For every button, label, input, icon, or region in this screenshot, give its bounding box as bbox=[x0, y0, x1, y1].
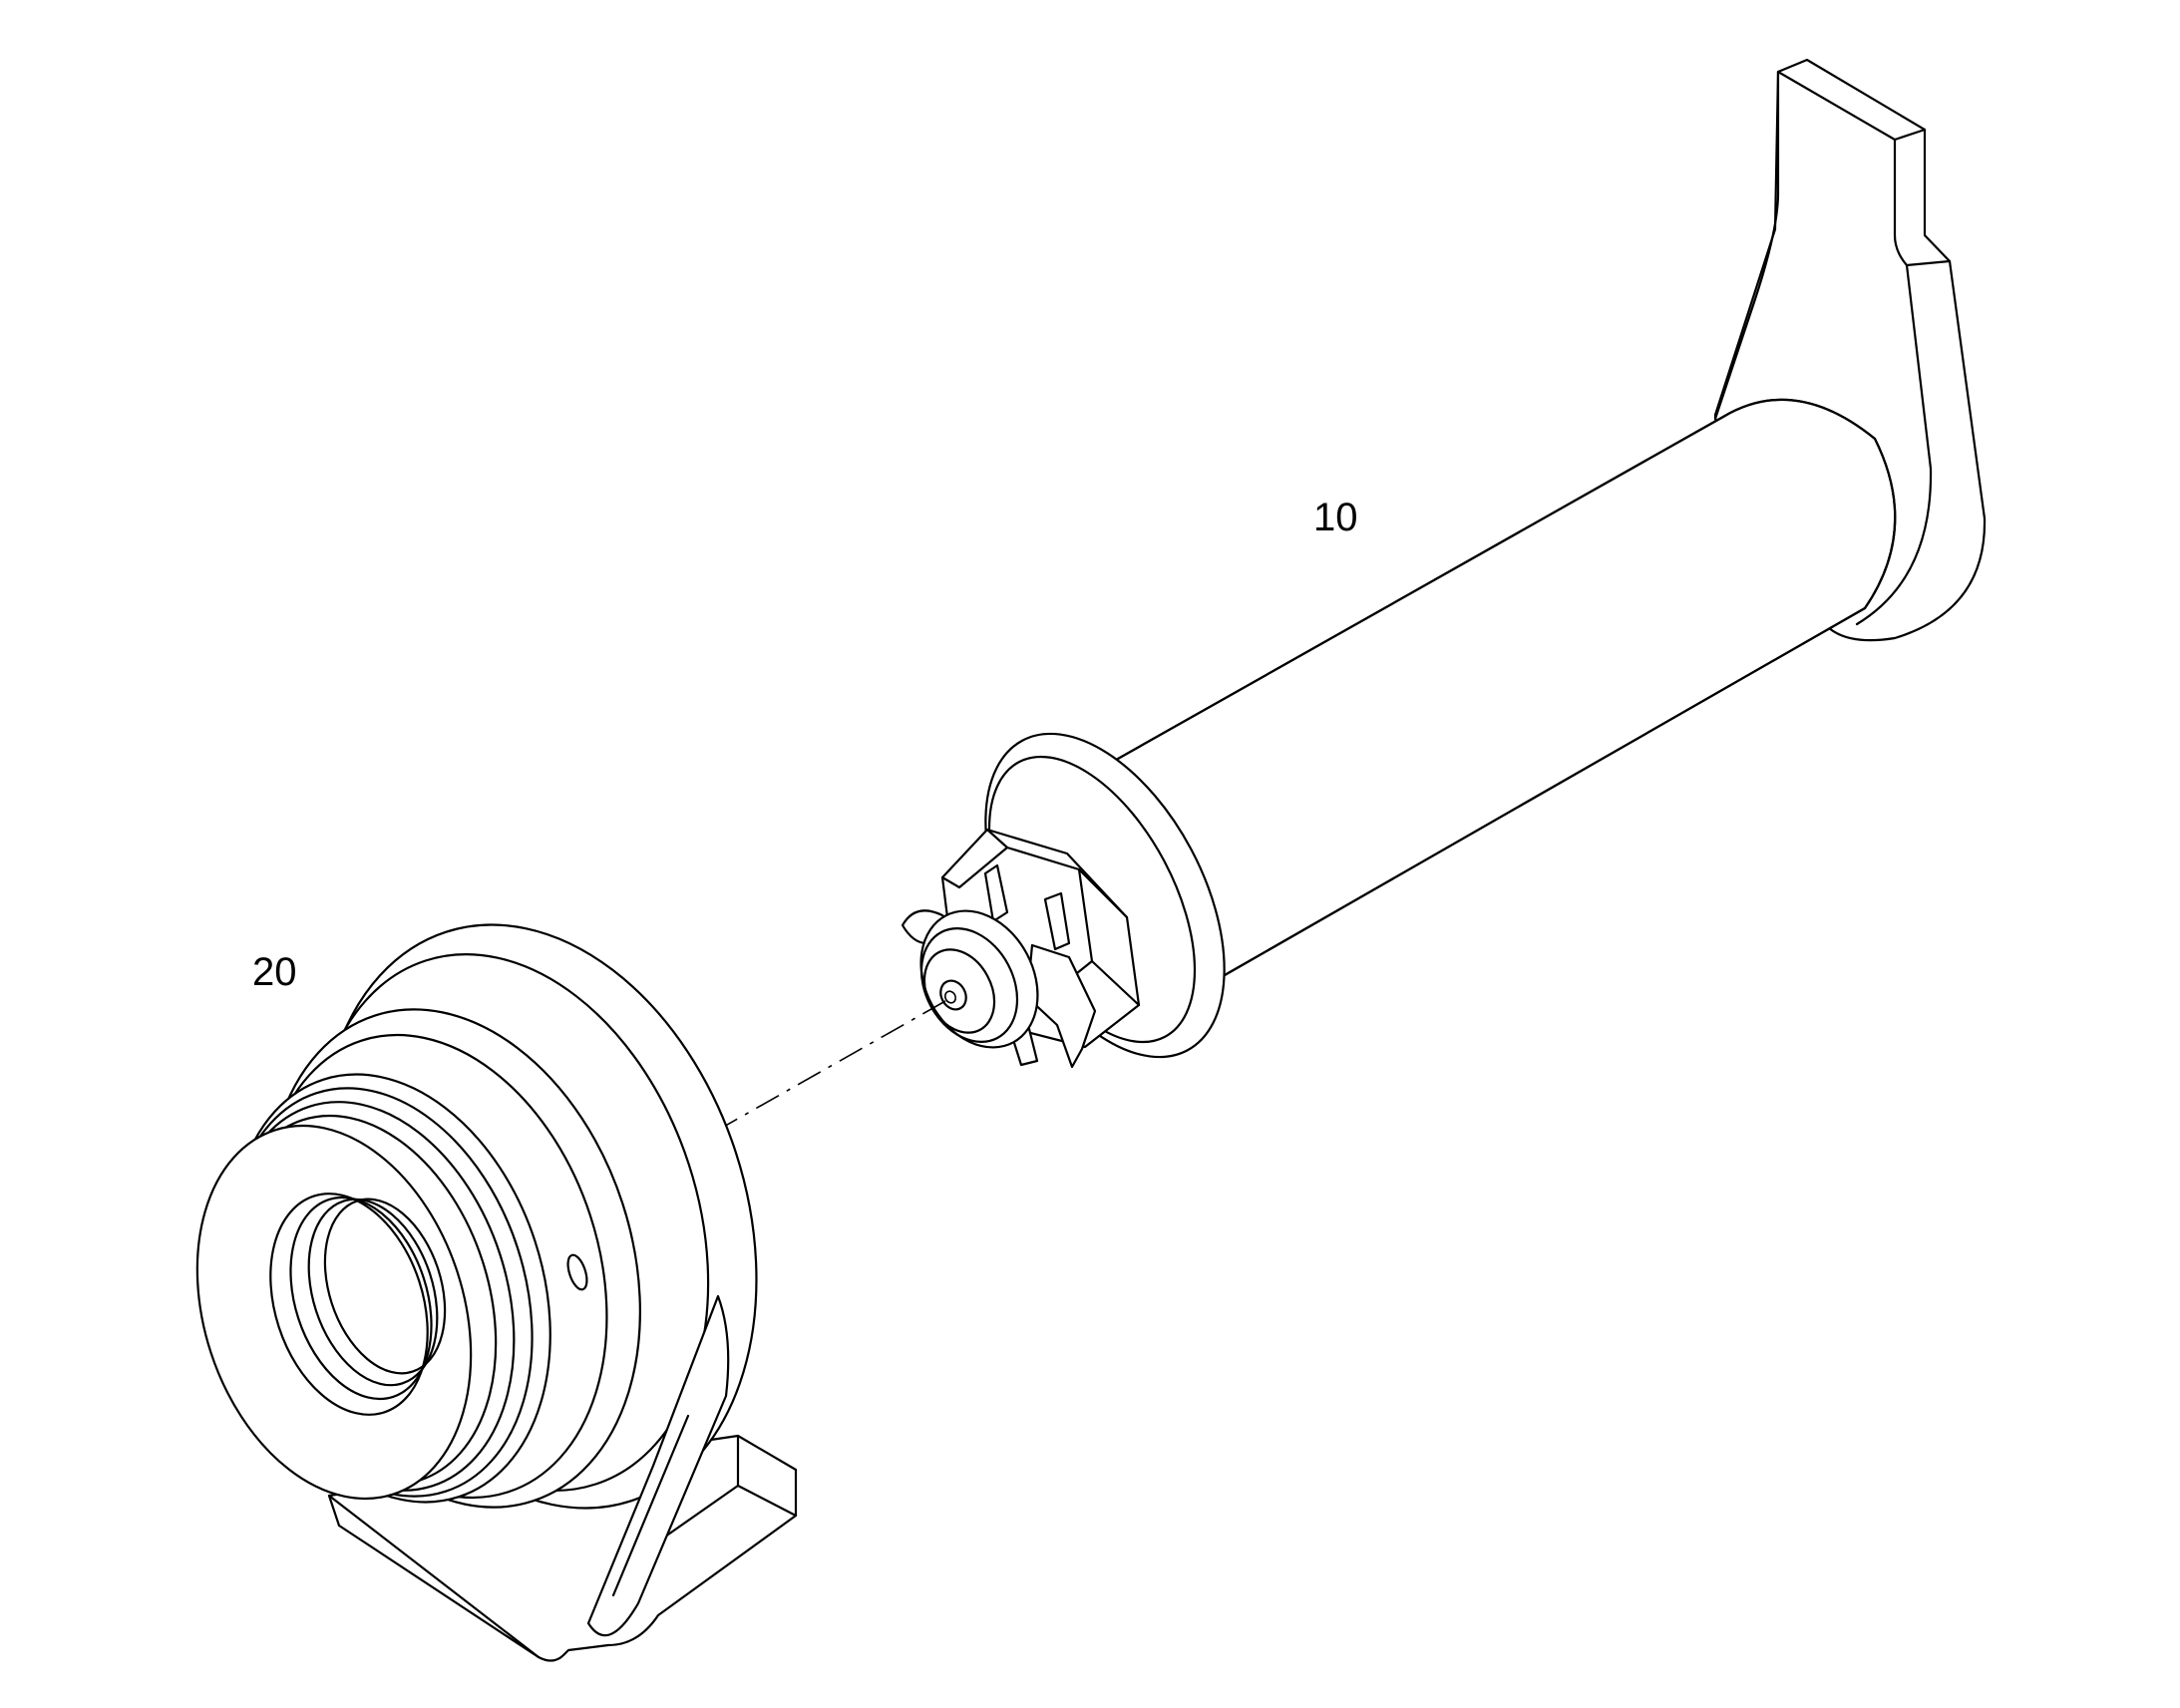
part-20-bearing-assembly bbox=[195, 923, 798, 1662]
shaft-end-nose bbox=[919, 909, 1039, 1049]
part-10-shaft-assembly bbox=[901, 58, 1987, 1069]
assembly-centerline bbox=[705, 1000, 946, 1138]
bearing-bracket-arm bbox=[586, 1294, 730, 1637]
shaft-cylinder bbox=[1100, 398, 1897, 977]
callout-20: 20 bbox=[252, 950, 297, 994]
bearing-grease-nipple bbox=[566, 1253, 588, 1291]
bearing-front-face bbox=[195, 1124, 473, 1501]
callout-10: 10 bbox=[1313, 496, 1358, 539]
